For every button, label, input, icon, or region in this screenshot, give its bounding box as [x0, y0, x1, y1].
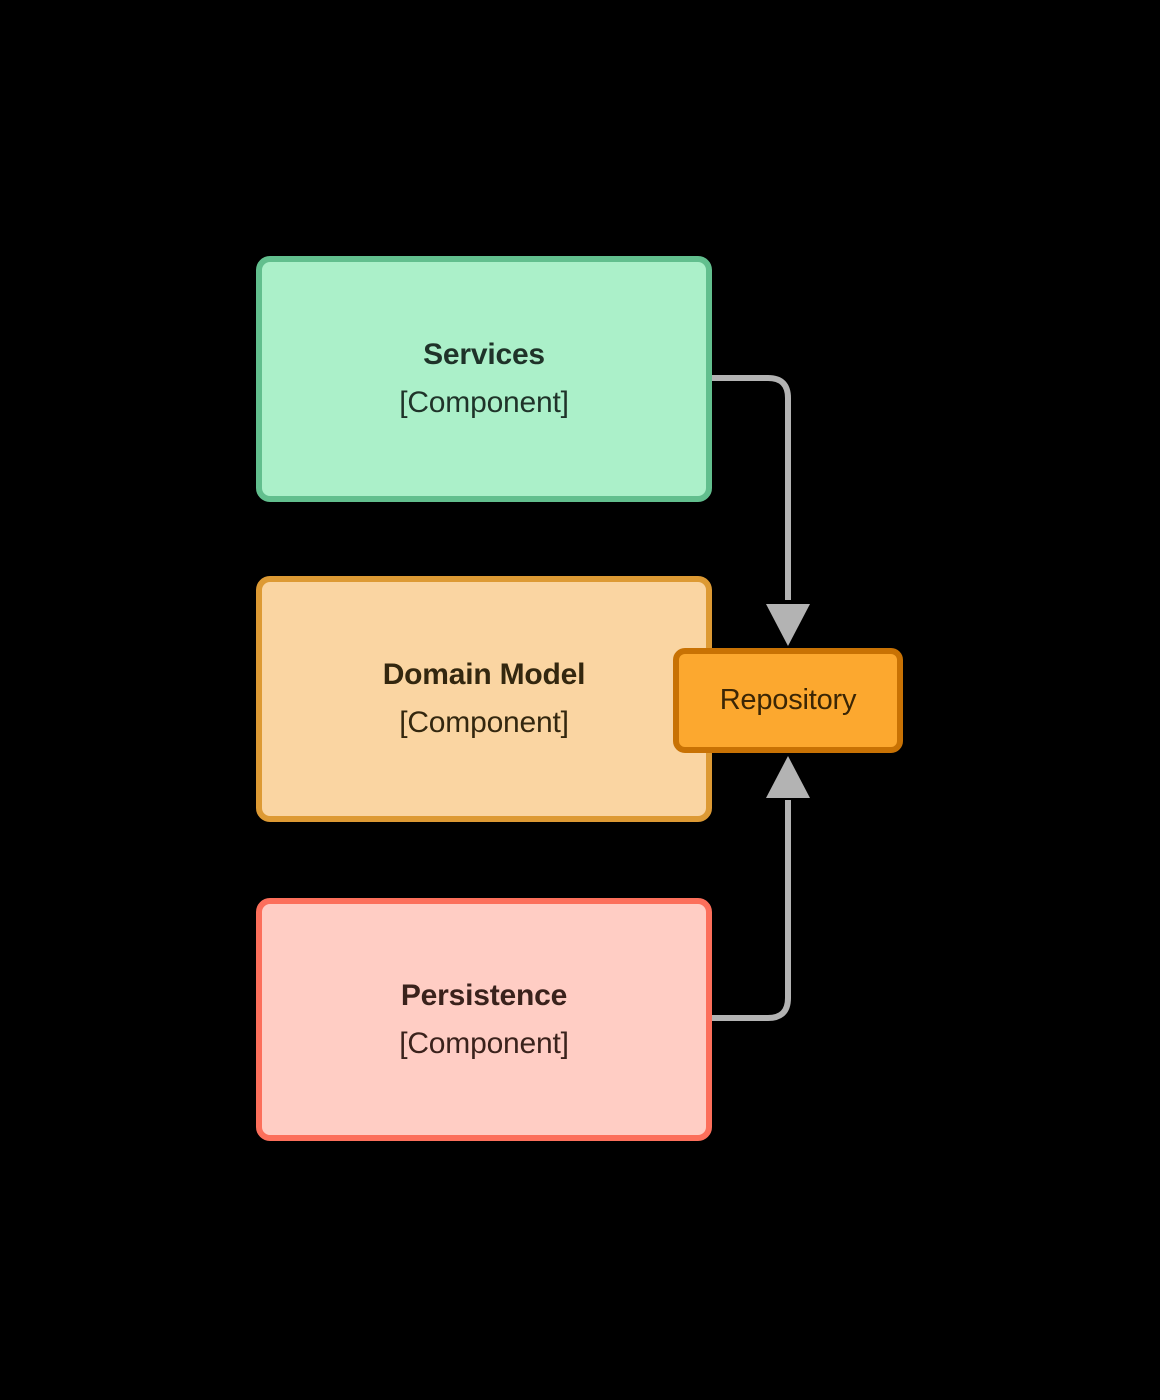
node-services-subtitle: [Component] — [399, 386, 569, 419]
node-persistence-title: Persistence — [400, 978, 568, 1012]
node-services-title: Services — [423, 338, 545, 372]
node-repository-label: Repository — [719, 684, 857, 717]
node-persistence-subtitle: [Component] — [399, 1026, 569, 1060]
edge-persistence-to-repository — [712, 800, 791, 1021]
arrowhead-up-icon — [766, 756, 810, 798]
node-domain-model[interactable]: Domain Model [Component] — [256, 576, 712, 822]
node-repository-interface[interactable]: Repository — [673, 648, 903, 753]
node-persistence[interactable]: Persistence [Component] — [256, 898, 712, 1141]
node-domain-model-subtitle: [Component] — [399, 706, 569, 739]
node-services[interactable]: Services [Component] — [256, 256, 712, 502]
edge-services-to-repository — [712, 375, 791, 600]
arrowhead-down-icon — [766, 604, 810, 646]
node-domain-model-title: Domain Model — [382, 658, 586, 692]
